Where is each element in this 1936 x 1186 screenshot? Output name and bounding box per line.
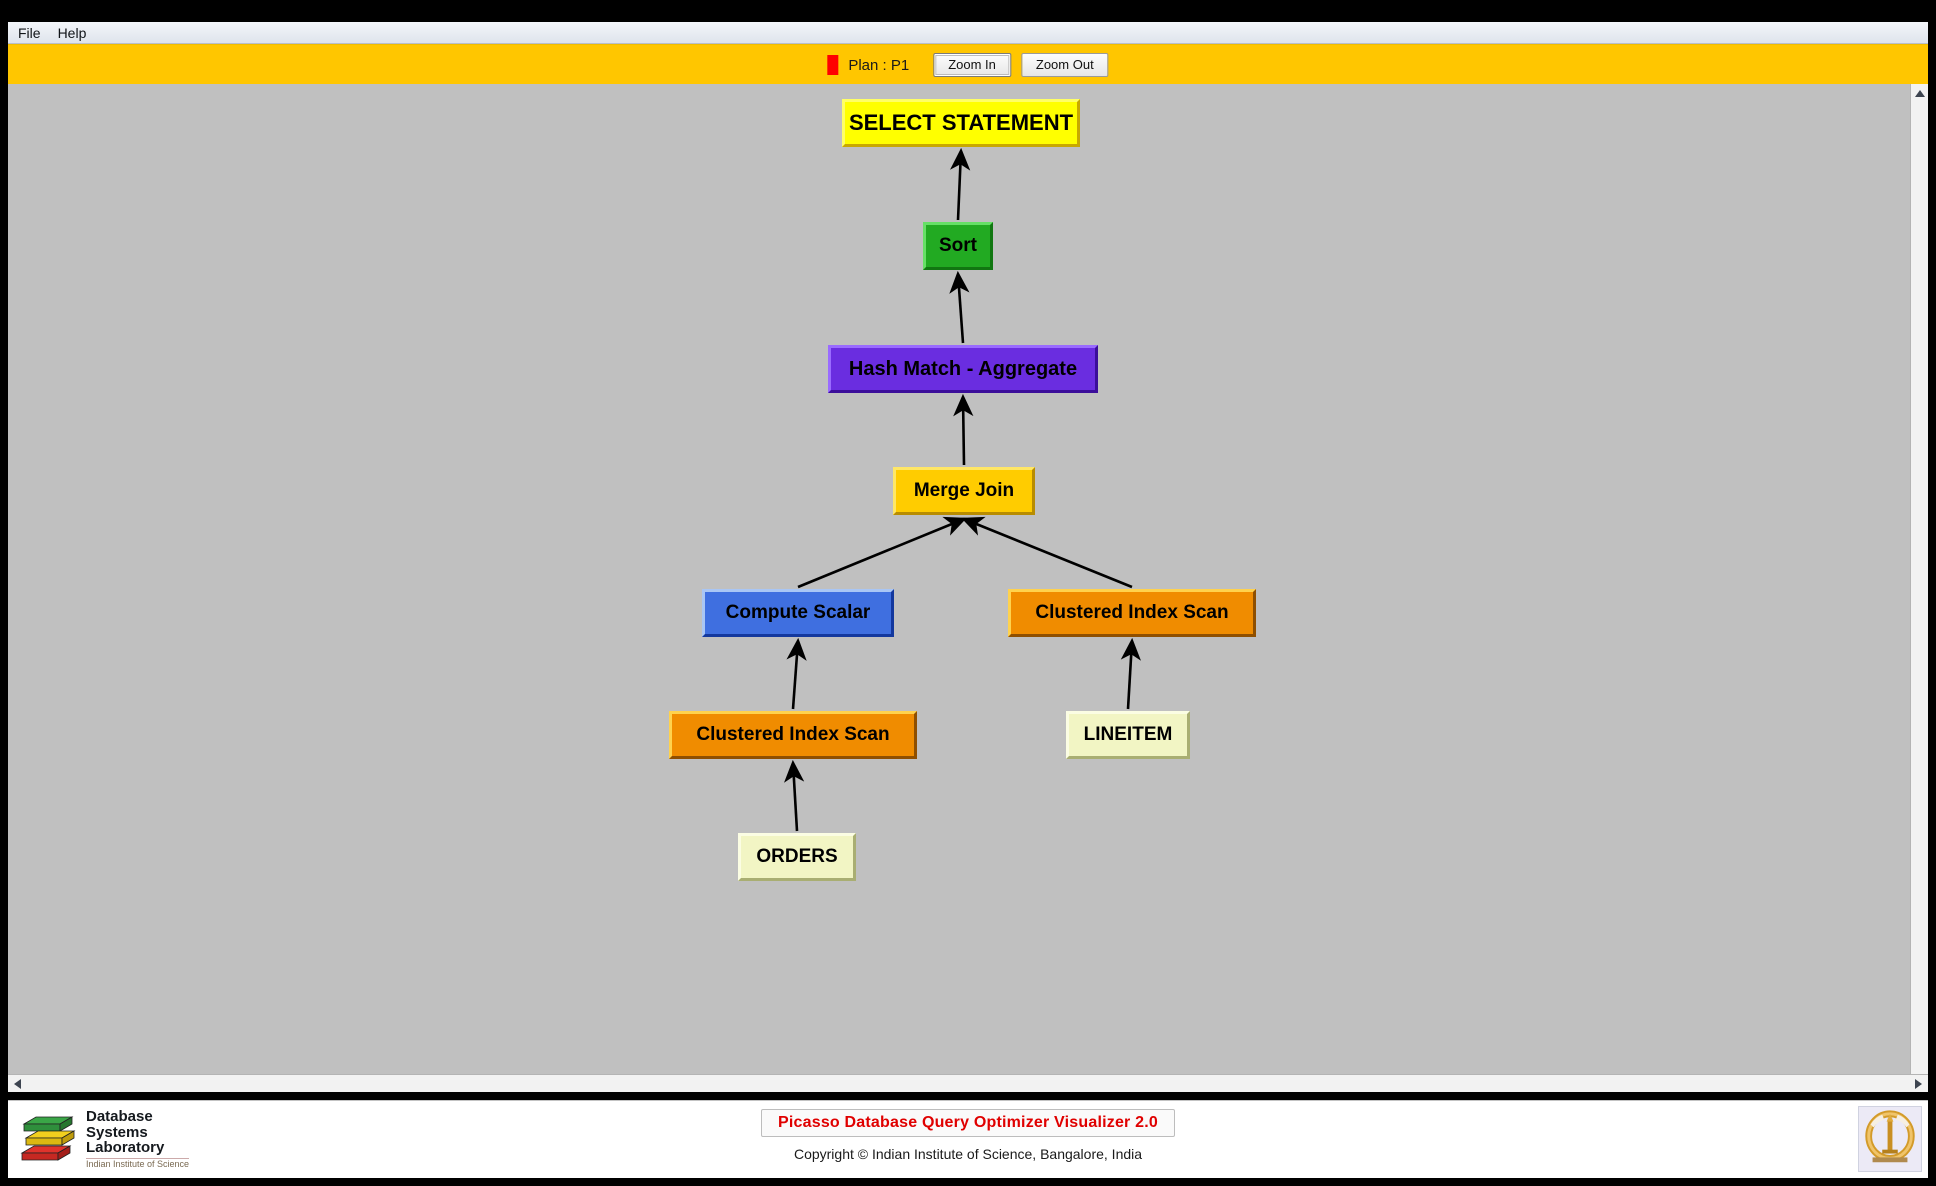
scroll-right-arrow-icon[interactable] — [1915, 1079, 1922, 1089]
dsl-line-3: Laboratory — [86, 1139, 165, 1157]
plan-node-sort[interactable]: Sort — [923, 222, 993, 270]
menu-bar: File Help — [8, 22, 1928, 44]
brand-box: Picasso Database Query Optimizer Visuali… — [761, 1109, 1175, 1137]
plan-edge-hash-to-sort — [949, 270, 970, 344]
scroll-left-arrow-icon[interactable] — [14, 1079, 21, 1089]
plan-node-label: Clustered Index Scan — [696, 724, 890, 745]
plan-color-swatch — [827, 55, 839, 75]
menu-item-file[interactable]: File — [18, 24, 41, 41]
plan-edge-scan_l-to-compute — [786, 637, 807, 710]
plan-node-lineitem[interactable]: LINEITEM — [1066, 711, 1190, 759]
plan-edge-lineitem-to-scan_r — [1120, 637, 1141, 710]
plan-node-label: Compute Scalar — [725, 602, 871, 623]
plan-node-select[interactable]: SELECT STATEMENT — [842, 99, 1080, 147]
plan-node-label: Hash Match - Aggregate — [848, 357, 1078, 380]
database-stack-icon — [20, 1116, 76, 1161]
menu-item-help[interactable]: Help — [57, 24, 87, 41]
plan-node-label: SELECT STATEMENT — [848, 110, 1074, 135]
copyright-text: Copyright © Indian Institute of Science,… — [793, 1146, 1143, 1162]
toolbar: Plan : P1 Zoom In Zoom Out — [8, 44, 1928, 84]
plan-node-label: Clustered Index Scan — [1035, 602, 1229, 623]
plan-node-hash[interactable]: Hash Match - Aggregate — [828, 345, 1098, 393]
plan-node-label: ORDERS — [756, 846, 838, 867]
plan-node-label: Merge Join — [913, 480, 1015, 501]
plan-node-merge[interactable]: Merge Join — [893, 467, 1035, 515]
vertical-scrollbar[interactable] — [1910, 84, 1928, 1092]
footer-bar: Database Systems Laboratory Indian Insti… — [8, 1100, 1928, 1178]
scroll-up-arrow-icon[interactable] — [1915, 90, 1925, 97]
plan-edge-sort-to-select — [950, 147, 971, 221]
plan-edge-merge-to-hash — [953, 393, 974, 466]
plan-node-scan_l[interactable]: Clustered Index Scan — [669, 711, 917, 759]
iisc-emblem-icon — [1859, 1107, 1921, 1171]
plan-node-label: LINEITEM — [1083, 724, 1173, 745]
toolbar-controls: Plan : P1 Zoom In Zoom Out — [827, 45, 1109, 85]
plan-edge-orders-to-scan_l — [784, 759, 805, 832]
brand-title: Picasso Database Query Optimizer Visuali… — [778, 1114, 1158, 1131]
footer-center: Picasso Database Query Optimizer Visuali… — [608, 1109, 1328, 1162]
plan-label: Plan : P1 — [848, 56, 910, 74]
plan-node-label: Sort — [939, 235, 977, 256]
iisc-emblem — [1858, 1106, 1922, 1172]
plan-edge-scan_r-to-merge — [961, 516, 1133, 589]
dsl-logo-text: Database Systems Laboratory Indian Insti… — [86, 1107, 190, 1169]
horizontal-scrollbar[interactable] — [8, 1074, 1928, 1092]
plan-node-scan_r[interactable]: Clustered Index Scan — [1008, 589, 1256, 637]
dsl-logo-subtitle: Indian Institute of Science — [86, 1157, 190, 1169]
zoom-out-button[interactable]: Zoom Out — [1020, 53, 1109, 77]
dsl-line-1: Database — [86, 1107, 153, 1125]
plan-edge-compute-to-merge — [797, 516, 967, 589]
plan-node-compute[interactable]: Compute Scalar — [702, 589, 894, 637]
zoom-in-button[interactable]: Zoom In — [933, 53, 1011, 77]
dsl-logo: Database Systems Laboratory Indian Insti… — [14, 1108, 232, 1170]
dsl-line-2: Systems — [86, 1123, 148, 1141]
plan-node-orders[interactable]: ORDERS — [738, 833, 856, 881]
